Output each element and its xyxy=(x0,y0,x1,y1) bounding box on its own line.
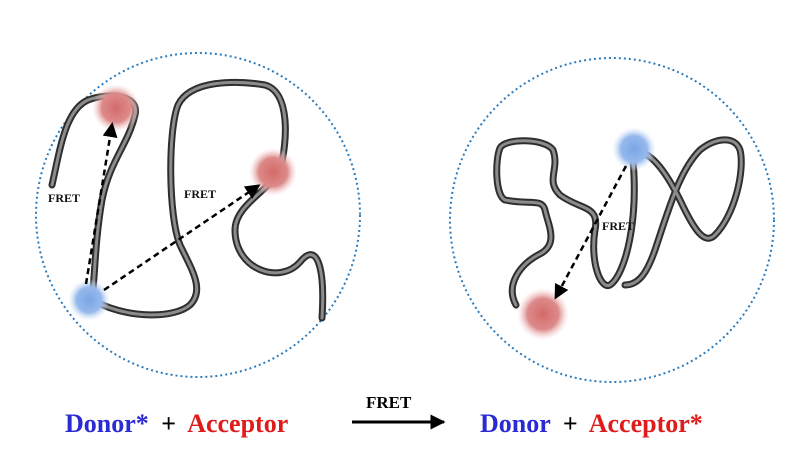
right-polymer-chain xyxy=(493,136,745,309)
right-boundary-circle xyxy=(449,57,775,383)
left-donor-star: * xyxy=(136,409,149,438)
left-fret-label-1: FRET xyxy=(48,191,80,205)
right-donor-bead xyxy=(612,127,656,171)
left-fret-arrow-2 xyxy=(103,184,261,292)
left-acceptor-bead-top xyxy=(92,84,140,132)
left-fret-arrow-1 xyxy=(84,122,118,285)
right-fret-label: FRET xyxy=(602,219,634,233)
left-fret-label-2: FRET xyxy=(184,187,216,201)
equation-right-side: Donor + Acceptor* xyxy=(480,409,703,438)
left-boundary-circle xyxy=(35,52,361,378)
equation-left-side: Donor* + Acceptor xyxy=(65,409,288,438)
right-acceptor-star: * xyxy=(690,409,703,438)
left-panel: FRET FRET xyxy=(35,52,361,378)
left-plus: + xyxy=(161,409,176,438)
equation-arrow-label: FRET xyxy=(366,393,412,412)
right-donor-text: Donor xyxy=(480,409,550,438)
left-acceptor-text: Acceptor xyxy=(187,409,288,438)
right-plus: + xyxy=(563,409,578,438)
left-donor-bead xyxy=(68,279,110,321)
right-fret-arrow xyxy=(554,165,628,300)
right-acceptor-bead xyxy=(517,288,569,340)
left-donor-text: Donor xyxy=(65,409,136,438)
right-acceptor-text: Acceptor xyxy=(589,409,690,438)
equation: Donor* + Acceptor FRET Donor + Acceptor* xyxy=(65,393,703,438)
right-panel: FRET xyxy=(449,57,775,383)
left-acceptor-bead-right xyxy=(249,148,297,196)
